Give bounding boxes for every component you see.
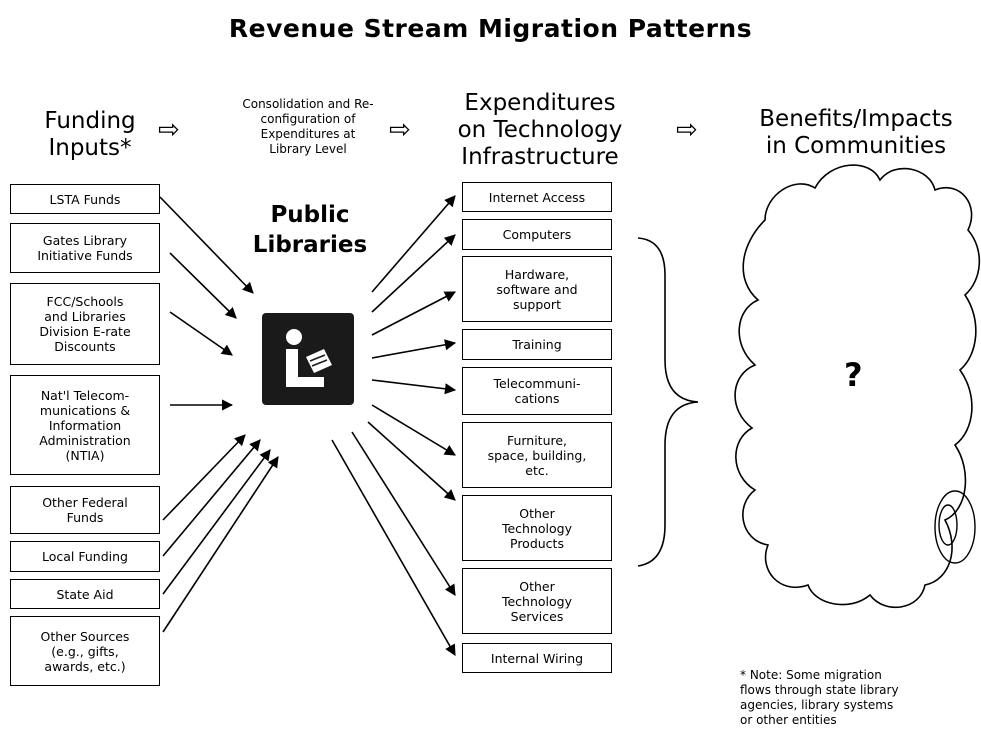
expense-box-telecom: Telecommuni- cations xyxy=(462,367,612,415)
funding-box-ntia: Nat'l Telecom- munications & Information… xyxy=(10,375,160,475)
expense-arrow-internet xyxy=(371,195,456,293)
expense-arrow-furniture xyxy=(371,404,456,456)
expense-arrow-computers xyxy=(371,234,456,313)
cloud-ring-inner xyxy=(938,504,958,546)
library-reader-icon xyxy=(262,313,354,405)
funding-box-local: Local Funding xyxy=(10,541,160,572)
diagram-title: Revenue Stream Migration Patterns xyxy=(228,14,753,43)
expense-box-internet: Internet Access xyxy=(462,182,612,212)
funding-box-other: Other Sources (e.g., gifts, awards, etc.… xyxy=(10,616,160,686)
benefits-cloud xyxy=(734,164,981,609)
funding-arrow-erate xyxy=(169,311,233,356)
expense-box-computers: Computers xyxy=(462,219,612,250)
flow-arrow-icon: ⇨ xyxy=(389,115,411,145)
expense-arrow-hardware xyxy=(371,291,456,336)
footnote: * Note: Some migration flows through sta… xyxy=(740,668,899,727)
expense-arrow-wiring xyxy=(331,439,456,656)
public-libraries-label: Public Libraries xyxy=(252,202,368,258)
expense-box-furniture: Furniture, space, building, etc. xyxy=(462,422,612,488)
expense-box-products: Other Technology Products xyxy=(462,495,612,561)
funding-arrow-state xyxy=(162,449,271,595)
expenditures-header: Expenditures on Technology Infrastructur… xyxy=(457,90,623,170)
consolidation-header: Consolidation and Re- configuration of E… xyxy=(242,97,374,156)
funding-arrow-federal xyxy=(162,434,246,521)
expense-box-training: Training xyxy=(462,329,612,360)
funding-box-federal: Other Federal Funds xyxy=(10,486,160,534)
expense-arrow-products xyxy=(367,421,456,501)
expense-arrow-telecom xyxy=(371,379,457,395)
expense-box-hardware: Hardware, software and support xyxy=(462,256,612,322)
expense-arrow-services xyxy=(351,431,456,596)
funding-box-state: State Aid xyxy=(10,579,160,609)
funding-box-gates: Gates Library Initiative Funds xyxy=(10,223,160,273)
expense-box-wiring: Internal Wiring xyxy=(462,643,612,673)
funding-arrow-other xyxy=(162,456,279,633)
expense-box-services: Other Technology Services xyxy=(462,568,612,634)
funding-box-erate: FCC/Schools and Libraries Division E-rat… xyxy=(10,283,160,365)
funding-arrow-gates xyxy=(169,252,237,319)
expense-arrow-training xyxy=(371,339,457,359)
funding-inputs-header: Funding Inputs* xyxy=(44,108,136,161)
funding-arrow-lsta xyxy=(159,196,254,294)
funding-box-lsta: LSTA Funds xyxy=(10,184,160,214)
unknown-benefits-symbol: ? xyxy=(844,356,863,394)
benefits-header: Benefits/Impacts in Communities xyxy=(759,106,953,159)
funding-arrow-local xyxy=(162,439,261,557)
flow-arrow-icon: ⇨ xyxy=(676,115,698,145)
flow-arrow-icon: ⇨ xyxy=(158,115,180,145)
cloud-ring-outer xyxy=(934,490,976,564)
grouping-brace xyxy=(637,237,699,567)
